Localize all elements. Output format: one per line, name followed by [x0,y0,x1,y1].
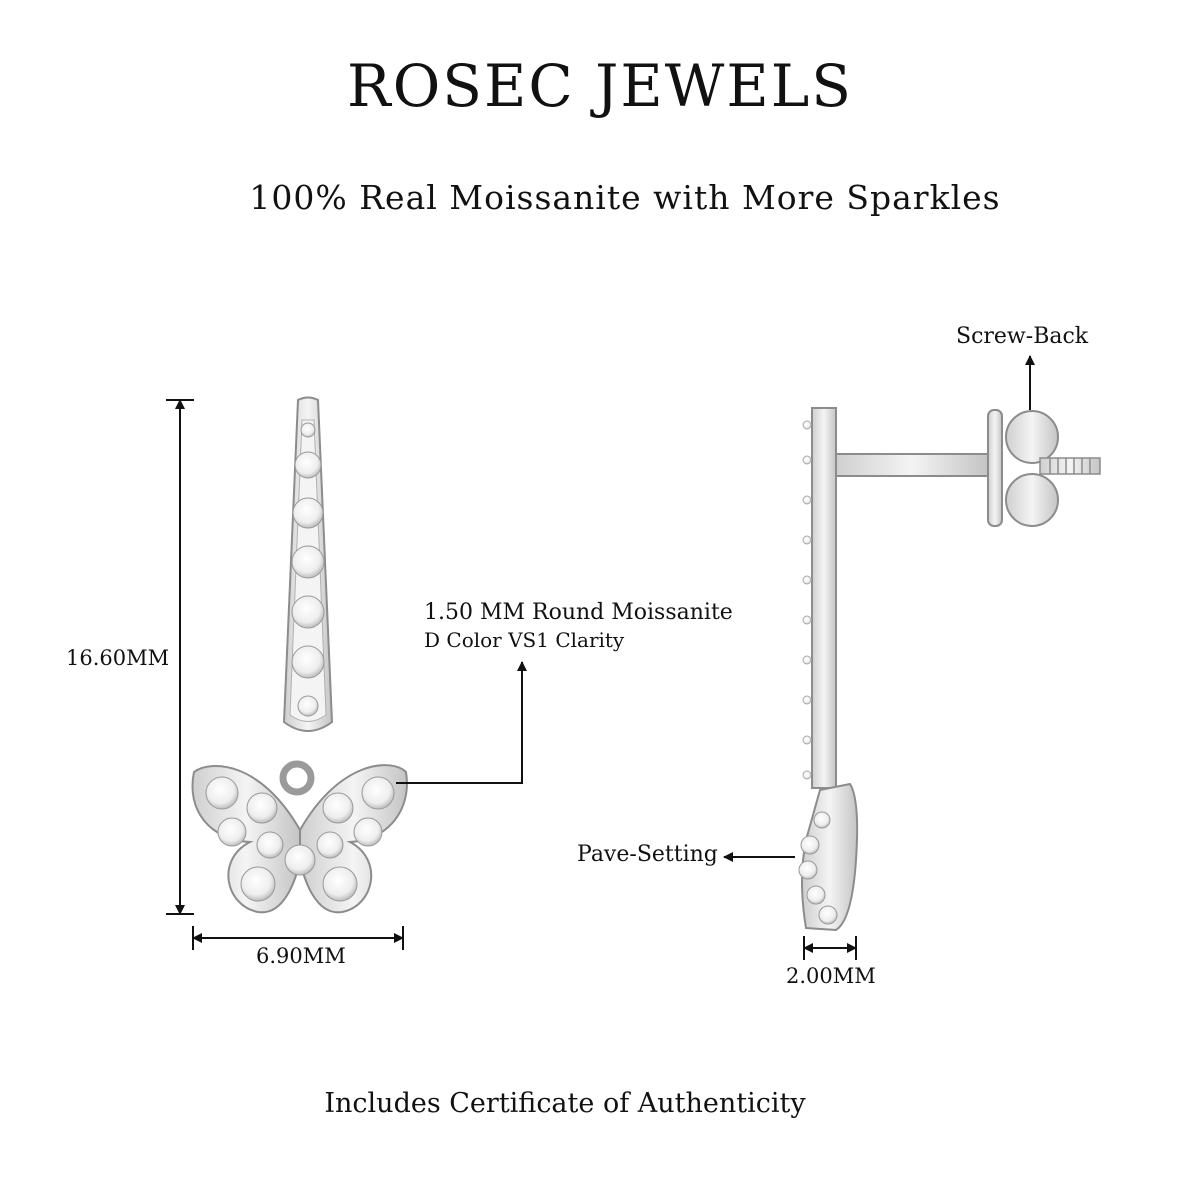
stone-callout-leader [396,661,527,784]
width-label: 6.90MM [256,944,346,968]
brand-title: ROSEC JEWELS [347,52,853,120]
earring-side-view [798,407,1101,932]
screw-back-label: Screw-Back [956,324,1089,349]
stone-spec-line-2: D Color VS1 Clarity [424,628,625,652]
depth-dimension-line [803,936,857,960]
depth-label: 2.00MM [786,964,876,988]
earring-front-view [191,396,408,914]
tagline: 100% Real Moissanite with More Sparkles [249,178,1001,217]
bar-stones [291,422,325,717]
height-label: 16.60MM [66,646,170,670]
certificate-note: Includes Certificate of Authenticity [324,1088,806,1119]
height-dimension-line [166,399,194,915]
width-dimension-line [192,926,404,950]
stone-spec-line-1: 1.50 MM Round Moissanite [424,600,733,625]
butterfly-stones [205,776,395,902]
pave-setting-label: Pave-Setting [577,842,718,867]
